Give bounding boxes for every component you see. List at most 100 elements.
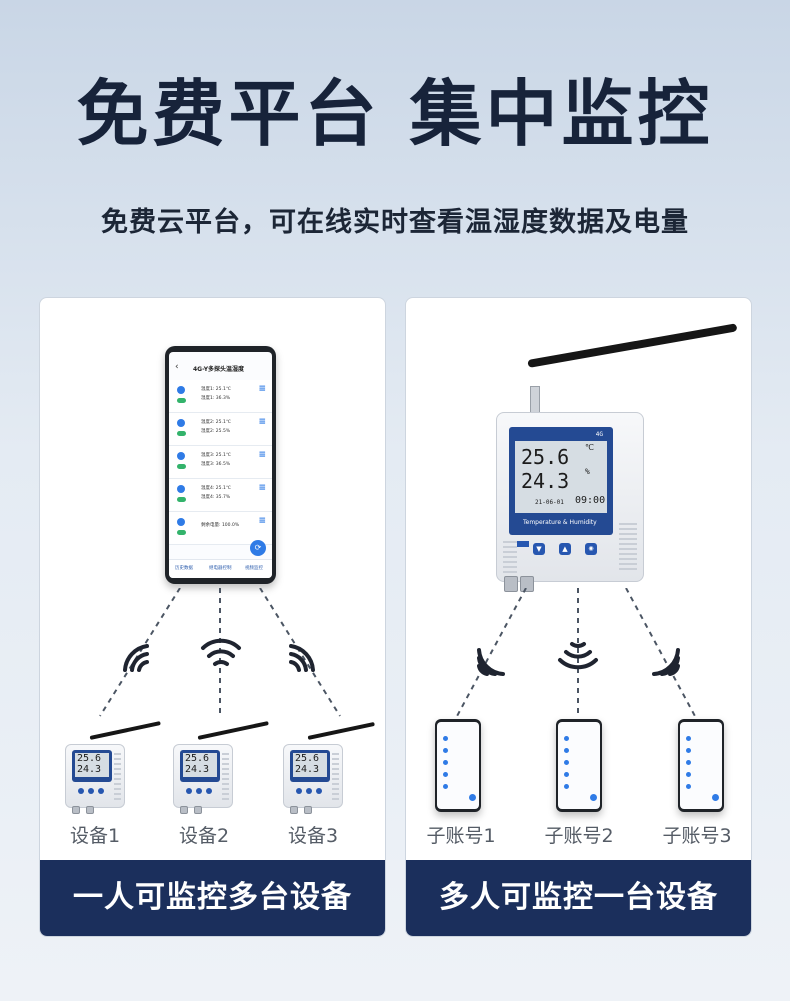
antenna	[527, 323, 738, 368]
panel-footer: 多人可监控一台设备	[406, 860, 751, 936]
subheadline: 免费云平台，可在线实时查看温湿度数据及电量	[101, 207, 689, 238]
sensor-line-2: 湿度4: 35.7%	[201, 495, 231, 500]
tab-relay[interactable]: 继电器控制	[209, 566, 232, 571]
sensor-card[interactable]: 温度4: 25.1℃ 湿度4: 35.7% ≡	[169, 479, 272, 512]
phone-screen	[558, 722, 600, 809]
device-main: 4G 25.6 ℃ 24.3 % 21-06-01 09:00 Temperat…	[496, 412, 644, 582]
list-icon	[564, 772, 569, 777]
temp-reading: 25.6	[521, 445, 570, 469]
phone-screen: ‹ 4G-Y多探头温湿度 温度1: 25.1℃ 湿度1: 36.3% ≡ 温度2…	[169, 352, 272, 578]
list-icon	[686, 736, 691, 741]
menu-icon[interactable]: ≡	[258, 417, 266, 427]
wifi-icon	[558, 642, 598, 670]
device-button[interactable]	[78, 788, 84, 794]
device-button[interactable]	[206, 788, 212, 794]
vent	[503, 541, 517, 575]
brand-label: Temperature & Humidity	[523, 519, 597, 526]
probe-connector	[304, 806, 312, 814]
app-title: 4G-Y多探头温湿度	[193, 366, 245, 373]
sensor-line-2: 湿度3: 36.5%	[201, 462, 231, 467]
sensor-line-1: 温度2: 25.1℃	[201, 420, 231, 425]
menu-icon[interactable]: ≡	[258, 450, 266, 460]
lcd-frame: 25.6 24.3	[180, 750, 220, 782]
probe-connector	[86, 806, 94, 814]
tab-history[interactable]: 历史数据	[175, 566, 193, 571]
lcd-screen: 4G 25.6 ℃ 24.3 % 21-06-01 09:00	[515, 431, 607, 513]
vent	[332, 753, 339, 801]
panel-one-to-many: ‹ 4G-Y多探头温湿度 温度1: 25.1℃ 湿度1: 36.3% ≡ 温度2…	[39, 297, 386, 937]
connection-graphic	[455, 588, 697, 719]
list-icon	[443, 736, 448, 741]
device-button[interactable]	[296, 788, 302, 794]
online-badge	[177, 431, 186, 436]
antenna-base	[530, 386, 540, 414]
up-button[interactable]: ▲	[559, 543, 571, 555]
vent	[222, 753, 229, 801]
back-icon[interactable]: ‹	[175, 362, 179, 372]
panel-footer: 一人可监控多台设备	[40, 860, 385, 936]
menu-icon[interactable]: ≡	[258, 384, 266, 394]
device-label: 设备1	[69, 825, 121, 847]
vent	[619, 523, 637, 573]
hum-unit: %	[585, 467, 590, 476]
wifi-icon	[289, 644, 315, 672]
refresh-fab[interactable]	[469, 794, 476, 801]
down-button[interactable]: ▼	[533, 543, 545, 555]
list-icon	[443, 784, 448, 789]
probe-connector	[504, 576, 518, 592]
menu-icon[interactable]: ≡	[258, 516, 266, 526]
sensor-icon	[177, 386, 185, 394]
headline: 免费平台 集中监控	[76, 72, 714, 156]
temp-reading: 25.6	[185, 753, 210, 764]
device-button[interactable]	[98, 788, 104, 794]
list-icon	[564, 760, 569, 765]
ok-button[interactable]: ◉	[585, 543, 597, 555]
phone-screen	[680, 722, 722, 809]
device-button[interactable]	[88, 788, 94, 794]
online-badge	[177, 398, 186, 403]
phone-sub-account-3	[678, 719, 724, 812]
sensor-line-1: 温度3: 25.1℃	[201, 453, 231, 458]
refresh-fab[interactable]: ⟳	[250, 540, 266, 556]
refresh-fab[interactable]	[712, 794, 719, 801]
account-label: 子账号3	[662, 825, 732, 847]
sensor-icon	[177, 419, 185, 427]
lcd-frame: 4G 25.6 ℃ 24.3 % 21-06-01 09:00 Temperat…	[509, 427, 613, 535]
battery-icon	[177, 518, 185, 526]
device-button[interactable]	[196, 788, 202, 794]
phone-tabbar: 历史数据 继电器控制 视频监控	[169, 559, 272, 578]
wifi-icon	[123, 644, 149, 672]
list-icon	[443, 760, 448, 765]
signal-indicator: 4G	[595, 431, 603, 438]
sensor-card[interactable]: 剩余电量: 100.0% ≡	[169, 512, 272, 545]
sensor-card[interactable]: 温度1: 25.1℃ 湿度1: 36.3% ≡	[169, 380, 272, 413]
list-icon	[564, 736, 569, 741]
hum-reading: 24.3	[521, 469, 570, 493]
wifi-icon	[201, 638, 241, 666]
lcd-screen: 25.6 24.3	[183, 753, 217, 777]
device-label: 设备3	[287, 825, 339, 847]
wifi-icon	[477, 648, 505, 676]
device-button[interactable]	[306, 788, 312, 794]
device-label: 设备2	[178, 825, 230, 847]
tab-video[interactable]: 视频监控	[245, 566, 263, 571]
menu-icon[interactable]: ≡	[258, 483, 266, 493]
sensor-card[interactable]: 温度2: 25.1℃ 湿度2: 25.5% ≡	[169, 413, 272, 446]
phone-screen	[437, 722, 479, 809]
device-body: 25.6 24.3	[283, 744, 343, 808]
sensor-icon	[177, 452, 185, 460]
logo-icon	[517, 541, 529, 547]
battery-line: 剩余电量: 100.0%	[201, 523, 240, 528]
device-button[interactable]	[186, 788, 192, 794]
online-badge	[177, 497, 186, 502]
probe-connector	[194, 806, 202, 814]
refresh-fab[interactable]	[590, 794, 597, 801]
device-button[interactable]	[316, 788, 322, 794]
sensor-card[interactable]: 温度3: 25.1℃ 湿度3: 36.5% ≡	[169, 446, 272, 479]
list-icon	[564, 784, 569, 789]
temp-reading: 25.6	[77, 753, 102, 764]
panel-many-to-one: 4G 25.6 ℃ 24.3 % 21-06-01 09:00 Temperat…	[405, 297, 752, 937]
device-body: 25.6 24.3	[173, 744, 233, 808]
hum-reading: 24.3	[295, 764, 320, 775]
probe-connector	[180, 806, 188, 814]
